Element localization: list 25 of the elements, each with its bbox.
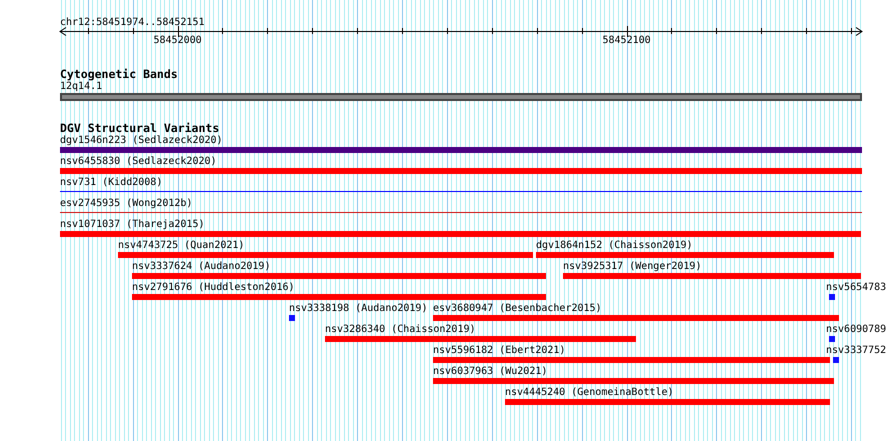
feature-label: nsv3337624 (Audano2019) — [132, 261, 270, 272]
feature-label: dgv1864n152 (Chaisson2019) — [536, 240, 693, 251]
feature-label: nsv731 (Kidd2008) — [60, 177, 162, 188]
feature-label: 12q14.1 — [60, 81, 102, 92]
track-title: DGV Structural Variants — [60, 122, 220, 134]
location-label: chr12:58451974..58452151 — [60, 16, 204, 28]
feature-label: nsv6090789 — [826, 324, 886, 335]
feature-label: nsv6037963 (Wu2021) — [433, 366, 548, 377]
feature-label: nsv4445240 (GenomeinaBottle) — [505, 387, 674, 398]
feature-label: esv2745935 (Wong2012b) — [60, 198, 192, 209]
feature-label: nsv3338198 (Audano2019) — [289, 303, 428, 314]
tick-label: 58452100 — [602, 35, 651, 46]
track-title: Cytogenetic Bands — [60, 68, 178, 80]
feature-label: nsv3286340 (Chaisson2019) — [325, 324, 476, 335]
feature-label: nsv1071037 (Thareja2015) — [60, 219, 204, 230]
feature-label: nsv4743725 (Quan2021) — [118, 240, 244, 251]
feature-label: nsv2791676 (Huddleston2016) — [132, 282, 295, 293]
tick-label: 58452000 — [154, 35, 202, 46]
feature-label: dgv1546n223 (Sedlazeck2020) — [60, 135, 223, 146]
feature-label: nsv3925317 (Wenger2019) — [563, 261, 702, 272]
feature-label: esv3680947 (Besenbacher2015) — [433, 303, 602, 314]
feature-label: nsv3337752 — [826, 345, 886, 356]
feature-label: nsv5654783 — [826, 282, 886, 293]
feature-label: nsv5596182 (Ebert2021) — [433, 345, 566, 356]
feature-label: nsv6455830 (Sedlazeck2020) — [60, 156, 217, 167]
